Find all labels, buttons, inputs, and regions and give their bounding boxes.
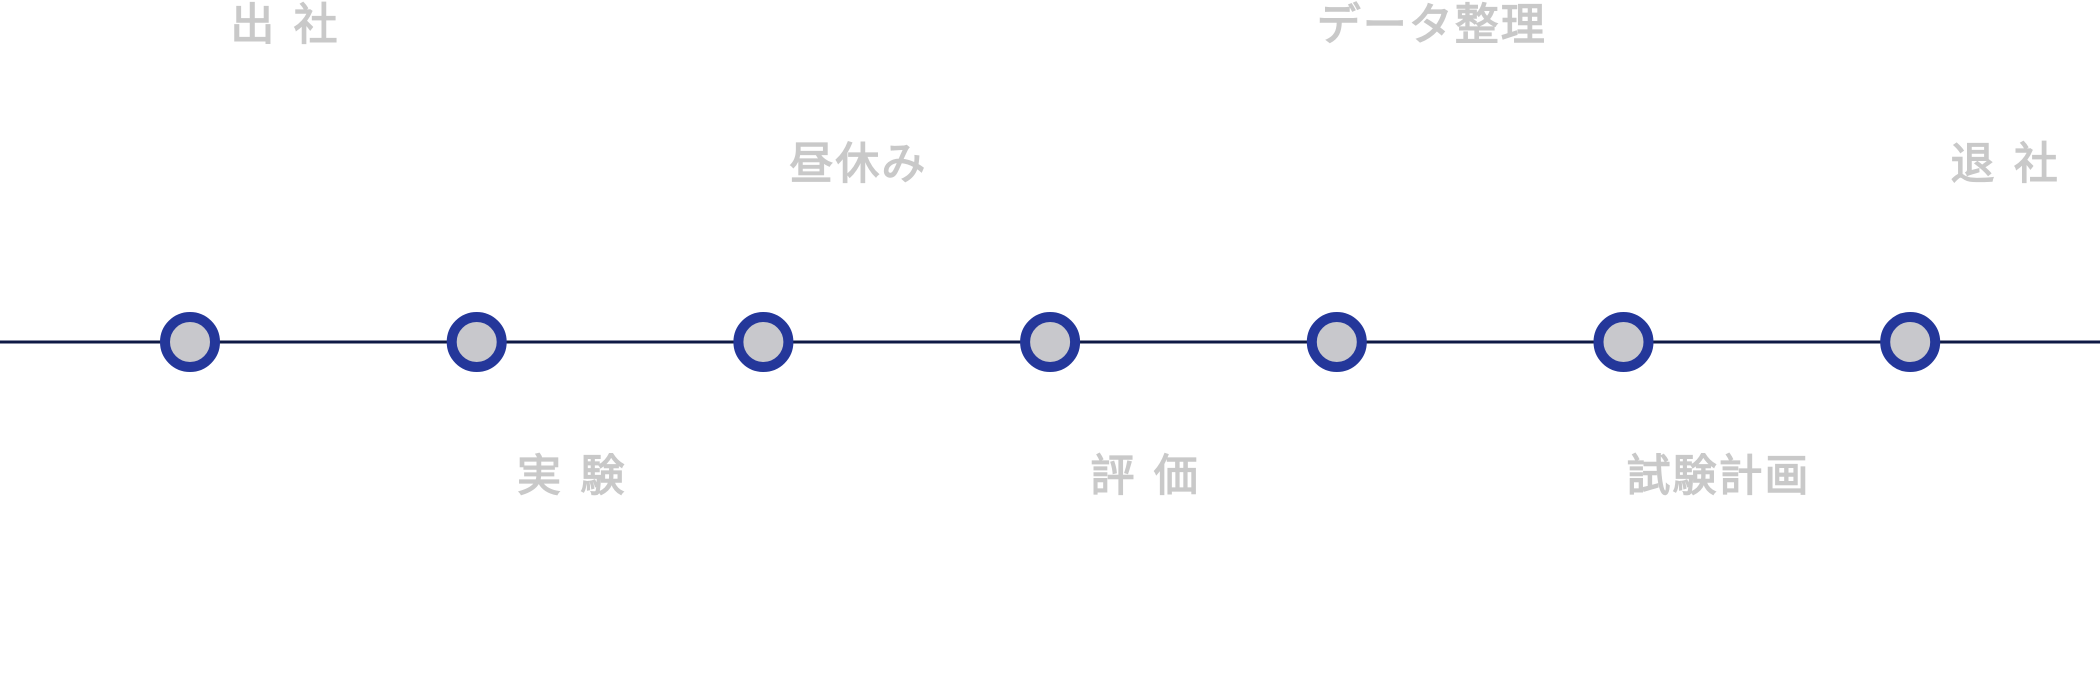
timeline-node-7 [1880,312,1941,372]
timeline-event-label-5: データ整理 [1317,0,1547,51]
timeline-node-5 [1306,312,1367,372]
timeline-event-label-4: 評 価 [1090,451,1199,502]
timeline-event-label-7: 退 社 [1951,139,2060,190]
timeline-event-label-1: 出 社 [230,0,339,51]
timeline-node-2 [446,312,507,372]
timeline-node-6 [1593,312,1654,372]
timeline-node-4 [1020,312,1081,372]
timeline-node-3 [733,312,794,372]
timeline-nodes [160,312,1941,372]
timeline-event-label-3: 昼休み [789,139,927,190]
timeline-node-1 [160,312,220,372]
timeline-event-label-6: 試験計画 [1627,451,1811,502]
timeline-event-label-2: 実 験 [517,451,626,502]
